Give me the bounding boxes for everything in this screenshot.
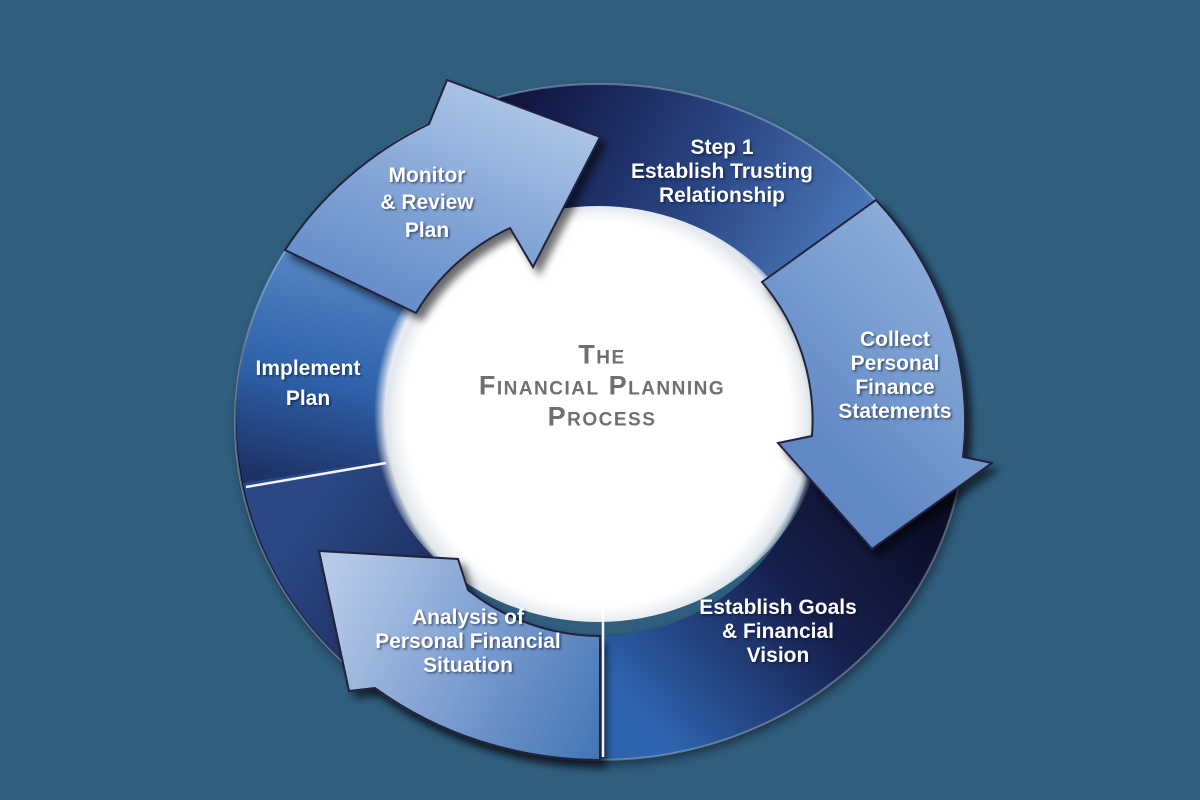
arrow-monitor xyxy=(283,78,602,315)
divider-left xyxy=(245,461,387,489)
arrow-collect xyxy=(760,198,995,551)
segment-implement xyxy=(236,250,416,483)
inner-circle xyxy=(372,206,824,622)
arrow-analysis xyxy=(317,549,601,762)
